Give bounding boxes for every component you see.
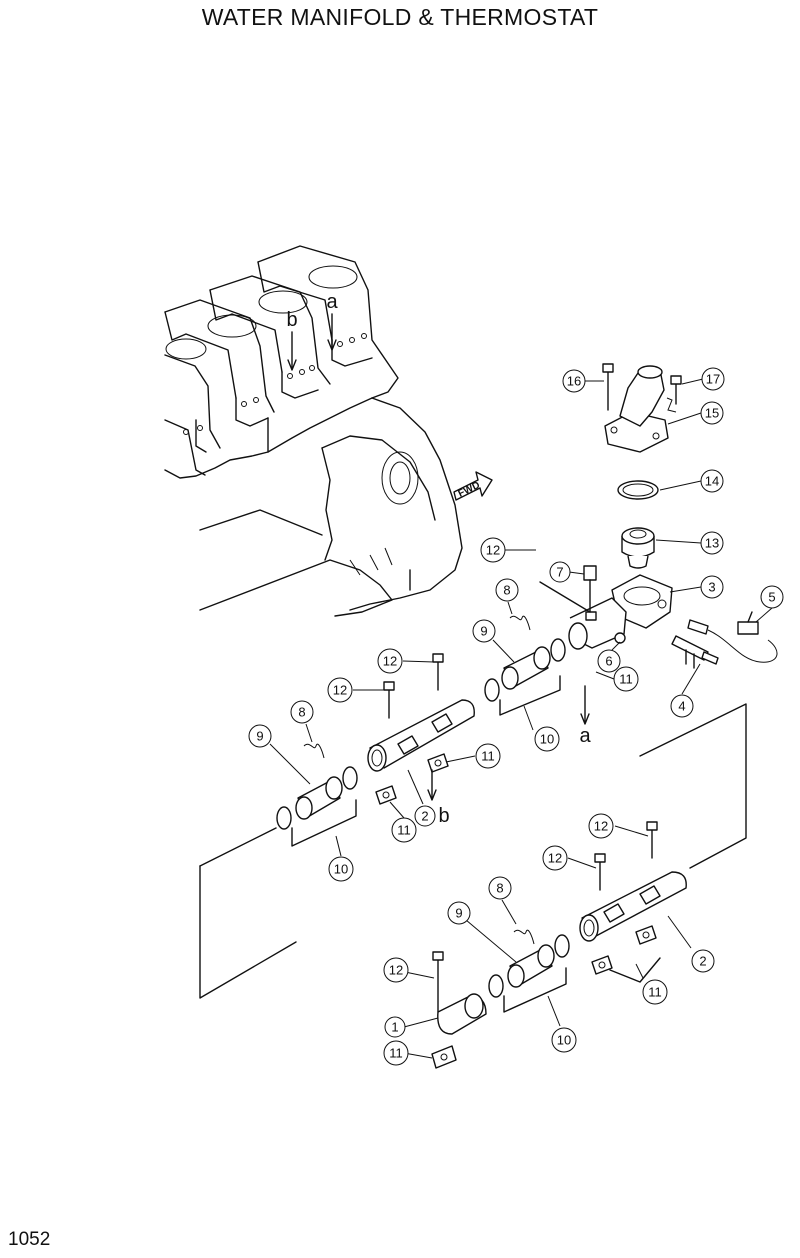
callout-9b: 9 [248,724,272,748]
callout-11a: 11 [613,666,639,692]
letter-a-manifold: a [579,725,591,747]
callout-11c: 11 [391,817,417,843]
svg-text:7: 7 [556,565,563,580]
svg-text:8: 8 [298,705,305,720]
callout-3: 3 [700,575,724,599]
svg-text:11: 11 [481,749,495,764]
svg-text:8: 8 [503,583,510,598]
callout-8b: 8 [290,700,314,724]
callout-8a: 8 [495,578,519,602]
svg-text:8: 8 [496,881,503,896]
svg-text:1: 1 [391,1020,398,1035]
callout-8c: 8 [488,876,512,900]
callout-2a: 2 [414,805,436,827]
svg-text:12: 12 [548,851,562,866]
svg-text:3: 3 [708,580,715,595]
page-title: WATER MANIFOLD & THERMOSTAT [201,4,599,30]
svg-text:10: 10 [334,862,348,877]
svg-text:6: 6 [605,654,612,669]
callout-10a: 10 [534,726,560,752]
callout-11b: 11 [475,743,501,769]
forward-direction-arrow: FWD [453,471,493,501]
fwd-label: FWD [456,480,481,500]
svg-text:9: 9 [256,729,263,744]
svg-text:14: 14 [705,474,719,489]
callout-5: 5 [760,585,784,609]
callout-10b: 10 [328,856,354,882]
svg-text:16: 16 [567,374,581,389]
svg-text:11: 11 [397,823,411,838]
engine-reference-letters: a b [286,291,338,371]
middle-manifold-section [484,615,566,716]
callout-14: 14 [700,469,724,493]
callout-6: 6 [597,649,621,673]
svg-text:12: 12 [594,819,608,834]
svg-text:9: 9 [455,906,462,921]
callout-9c: 9 [447,901,471,925]
callout-12d: 12 [588,813,614,839]
svg-text:13: 13 [705,536,719,551]
callout-17: 17 [701,367,725,391]
callout-11e: 11 [383,1040,409,1066]
callout-12e: 12 [542,845,568,871]
callout-1: 1 [384,1016,406,1038]
svg-text:12: 12 [333,683,347,698]
callout-12a: 12 [480,537,506,563]
upper-left-manifold-section [276,653,475,847]
svg-text:12: 12 [389,963,403,978]
svg-text:9: 9 [480,624,487,639]
engine-block-illustration [164,245,463,617]
svg-text:2: 2 [421,809,428,824]
letter-b-engine: b [286,309,297,331]
svg-text:5: 5 [768,590,775,605]
connection-lines [199,581,747,999]
callout-12f: 12 [383,957,409,983]
svg-text:11: 11 [648,985,662,1000]
lower-manifold-section [431,821,687,1069]
callout-16: 16 [562,369,586,393]
svg-text:17: 17 [706,372,720,387]
svg-text:12: 12 [383,654,397,669]
leader-lines [269,378,773,1059]
svg-text:10: 10 [540,732,554,747]
callout-15: 15 [700,401,724,425]
thermostat-housing-assembly [568,565,778,669]
callout-9a: 9 [472,619,496,643]
callout-4: 4 [670,694,694,718]
callout-13: 13 [700,531,724,555]
svg-text:11: 11 [389,1046,403,1061]
callout-12c: 12 [327,677,353,703]
letter-a-engine: a [326,291,338,313]
callout-2b: 2 [691,949,715,973]
svg-text:10: 10 [557,1033,571,1048]
svg-text:11: 11 [619,672,633,687]
callout-11d: 11 [642,979,668,1005]
page-number: 1052 [8,1229,51,1250]
svg-text:12: 12 [486,543,500,558]
callout-7: 7 [549,561,571,583]
svg-text:4: 4 [678,699,685,714]
letter-b-manifold: b [438,805,449,827]
svg-text:15: 15 [705,406,719,421]
thermostat-cover-assembly [602,363,682,569]
svg-text:2: 2 [699,954,706,969]
callout-12b: 12 [377,648,403,674]
callout-10c: 10 [551,1027,577,1053]
